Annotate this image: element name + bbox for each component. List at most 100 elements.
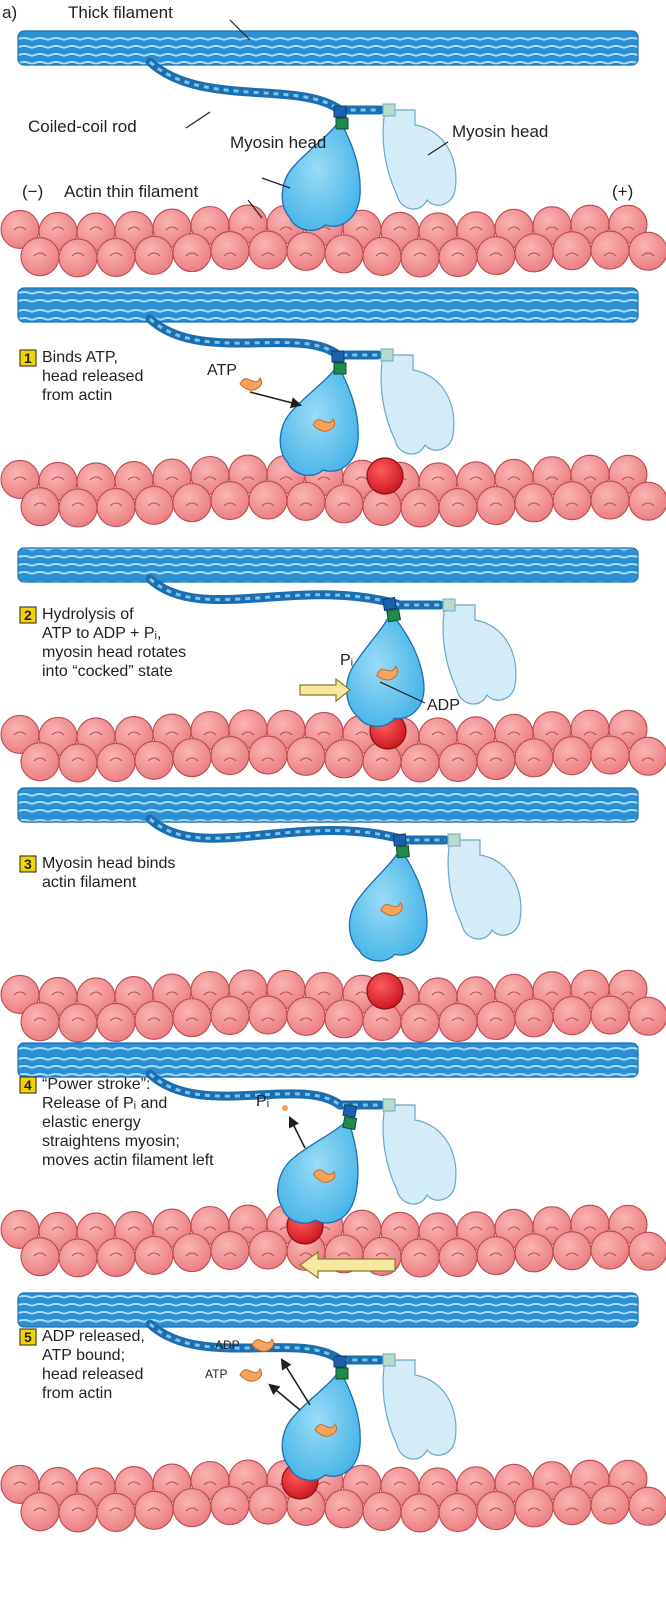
actin-subunit	[628, 231, 666, 271]
thick-filament	[17, 30, 639, 66]
lever-arm-green	[335, 1367, 349, 1380]
actin-subunit	[324, 739, 364, 779]
actin-thin-filament	[0, 1459, 666, 1533]
svg-text:2: 2	[24, 607, 32, 623]
actin-subunit	[20, 237, 60, 277]
actin-subunit	[324, 1489, 364, 1529]
actin-subunit	[324, 484, 364, 524]
myosin-head-front-label: Myosin head	[230, 133, 326, 152]
actin-subunit	[210, 230, 250, 271]
displacement-arrow	[299, 677, 351, 703]
minus-end-label: (−)	[22, 182, 43, 201]
actin-thin-filament	[0, 709, 666, 783]
actin-subunit	[210, 735, 250, 776]
coiled-coil-rod	[145, 574, 445, 610]
panel-label: a)	[2, 3, 17, 22]
coiled-coil-rod	[145, 314, 383, 360]
myosin-head-back-leader	[427, 141, 449, 156]
myosin-head-light-shape	[380, 354, 455, 455]
phosphate-dot	[282, 1105, 288, 1111]
molecule-tag: Pᵢ	[340, 652, 353, 669]
myosin-head-light-shape	[382, 1104, 457, 1205]
thick-filament	[17, 547, 639, 583]
actin-subunit	[96, 742, 136, 782]
actin-subunit	[400, 488, 440, 528]
thick-filament	[17, 1292, 639, 1328]
lever-arm-blue	[392, 833, 407, 847]
myosin-head-front-leader	[261, 177, 291, 189]
nucleotide-icon	[314, 1422, 338, 1437]
actin-subunit	[476, 486, 516, 526]
actin-label-leader	[247, 199, 263, 219]
nucleotide-icon	[312, 1169, 336, 1183]
actin-subunit	[628, 481, 666, 521]
molecule-tag: ATP	[207, 362, 237, 379]
actin-subunit	[438, 1003, 478, 1043]
actin-subunit	[58, 1003, 98, 1043]
movement-arrow	[280, 1358, 311, 1406]
myosin-head-back-label: Myosin head	[452, 122, 548, 141]
actin-subunit	[590, 995, 630, 1035]
step-number-badge: 1	[19, 349, 37, 367]
actin-subunit	[476, 741, 516, 781]
actin-subunit	[134, 1235, 174, 1275]
actin-subunit	[248, 735, 288, 775]
molecule-tag: ATP	[205, 1367, 227, 1381]
myosin-head-light-shape	[442, 604, 517, 705]
lever-arm-blue	[342, 1103, 358, 1118]
actin-subunit	[400, 1003, 440, 1043]
coiled-coil-rod-label: Coiled-coil rod	[28, 117, 137, 136]
actin-subunit	[476, 1491, 516, 1531]
nucleotide-icon	[376, 665, 399, 681]
myosin-heads	[346, 596, 517, 727]
actin-subunit	[20, 487, 60, 527]
displacement-arrow	[298, 1250, 396, 1280]
nucleotide-icon	[380, 901, 403, 917]
lever-arm-green	[395, 845, 410, 859]
actin-subunit	[362, 236, 402, 277]
nucleotide-icon	[239, 376, 263, 391]
myosin-heads	[348, 833, 522, 962]
myosin-head-light-shape	[382, 109, 457, 210]
actin-subunit	[590, 480, 630, 520]
actin-subunit	[438, 1238, 478, 1278]
plus-end-label: (+)	[612, 182, 633, 201]
actin-subunit	[20, 1002, 60, 1042]
myosin-head-shape	[281, 118, 361, 231]
myosin-head-light-shape	[382, 1359, 457, 1460]
actin-subunit	[286, 231, 326, 271]
myosin-heads	[281, 103, 457, 231]
lever-arm-blue	[333, 1355, 347, 1368]
actin-subunit	[286, 736, 326, 776]
actin-subunit	[362, 1491, 402, 1532]
actin-subunit	[58, 1493, 98, 1533]
lever-arm-green	[342, 1115, 358, 1131]
step-number-badge: 5	[19, 1328, 37, 1346]
coiled-coil-rod-leader	[185, 111, 211, 129]
actin-subunit	[552, 736, 592, 776]
actin-subunit	[134, 740, 174, 780]
actin-subunit	[476, 1236, 516, 1276]
actin-subunit	[552, 481, 592, 521]
actin-thin-filament	[0, 454, 666, 528]
step-number-badge: 3	[19, 855, 37, 873]
actin-subunit	[58, 1238, 98, 1278]
coiled-coil-rod	[145, 1069, 385, 1110]
actin-subunit	[96, 237, 136, 277]
actin-subunit	[134, 485, 174, 525]
actin-subunit	[438, 1493, 478, 1533]
actin-subunit	[20, 742, 60, 782]
actin-subunit	[20, 1237, 60, 1277]
myosin-head-light-shape	[447, 839, 522, 940]
actin-subunit	[552, 231, 592, 271]
molecule-tag: ADP	[215, 1338, 240, 1352]
svg-text:1: 1	[24, 350, 32, 366]
lever-arm-blue	[331, 350, 345, 363]
actin-subunit	[248, 230, 288, 270]
myosin-heads	[277, 1098, 457, 1224]
actin-subunit	[438, 238, 478, 278]
actin-subunit	[58, 238, 98, 278]
